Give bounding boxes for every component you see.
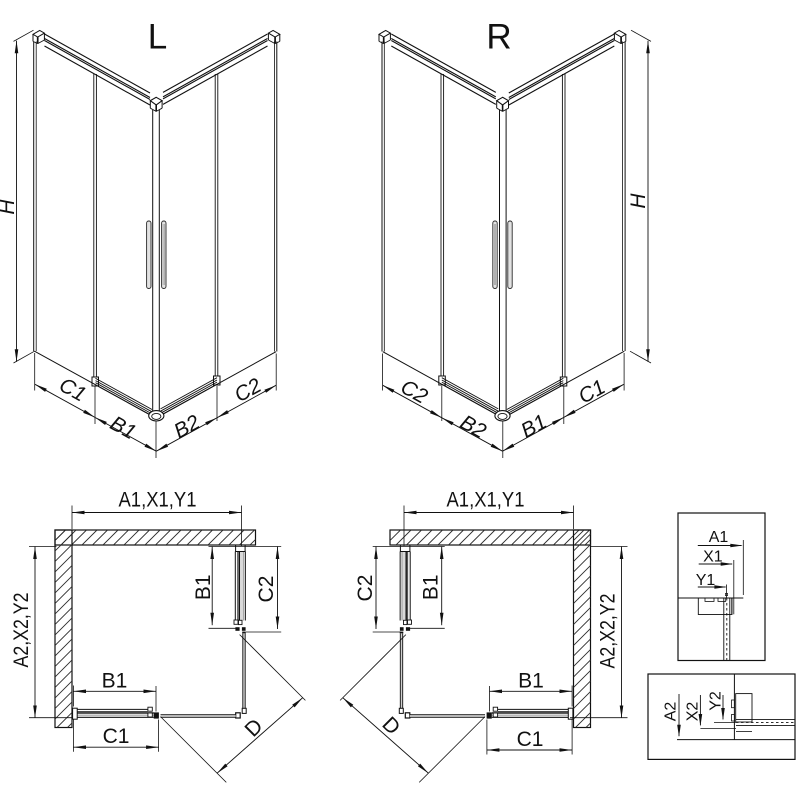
- svg-text:A2,X2,Y2: A2,X2,Y2: [10, 593, 33, 668]
- svg-text:R: R: [486, 18, 511, 57]
- svg-text:C2: C2: [397, 375, 432, 408]
- svg-text:A1,X1,Y1: A1,X1,Y1: [447, 489, 525, 512]
- svg-text:D: D: [241, 715, 268, 742]
- svg-text:B1: B1: [192, 574, 215, 600]
- svg-text:A1: A1: [709, 529, 729, 546]
- svg-text:H: H: [0, 199, 19, 215]
- svg-text:B2: B2: [170, 411, 204, 444]
- svg-text:B1: B1: [420, 574, 443, 600]
- svg-text:B2: B2: [456, 411, 490, 444]
- svg-text:Y1: Y1: [696, 572, 716, 589]
- svg-text:C1: C1: [575, 375, 610, 408]
- svg-text:A2: A2: [663, 702, 680, 722]
- svg-text:C2: C2: [231, 374, 266, 407]
- svg-text:A2,X2,Y2: A2,X2,Y2: [597, 594, 620, 669]
- svg-text:H: H: [627, 193, 650, 209]
- svg-text:C2: C2: [354, 575, 377, 602]
- svg-text:L: L: [148, 18, 167, 57]
- svg-text:B1: B1: [517, 410, 551, 443]
- svg-text:X2: X2: [684, 702, 701, 722]
- svg-text:B1: B1: [102, 670, 128, 693]
- svg-text:D: D: [378, 713, 405, 740]
- svg-text:Y2: Y2: [708, 691, 725, 711]
- svg-text:C1: C1: [517, 728, 544, 751]
- svg-text:C1: C1: [103, 725, 130, 748]
- svg-text:X1: X1: [703, 548, 723, 565]
- svg-text:B1: B1: [518, 670, 544, 693]
- svg-text:A1,X1,Y1: A1,X1,Y1: [119, 489, 197, 512]
- svg-text:C2: C2: [255, 576, 278, 603]
